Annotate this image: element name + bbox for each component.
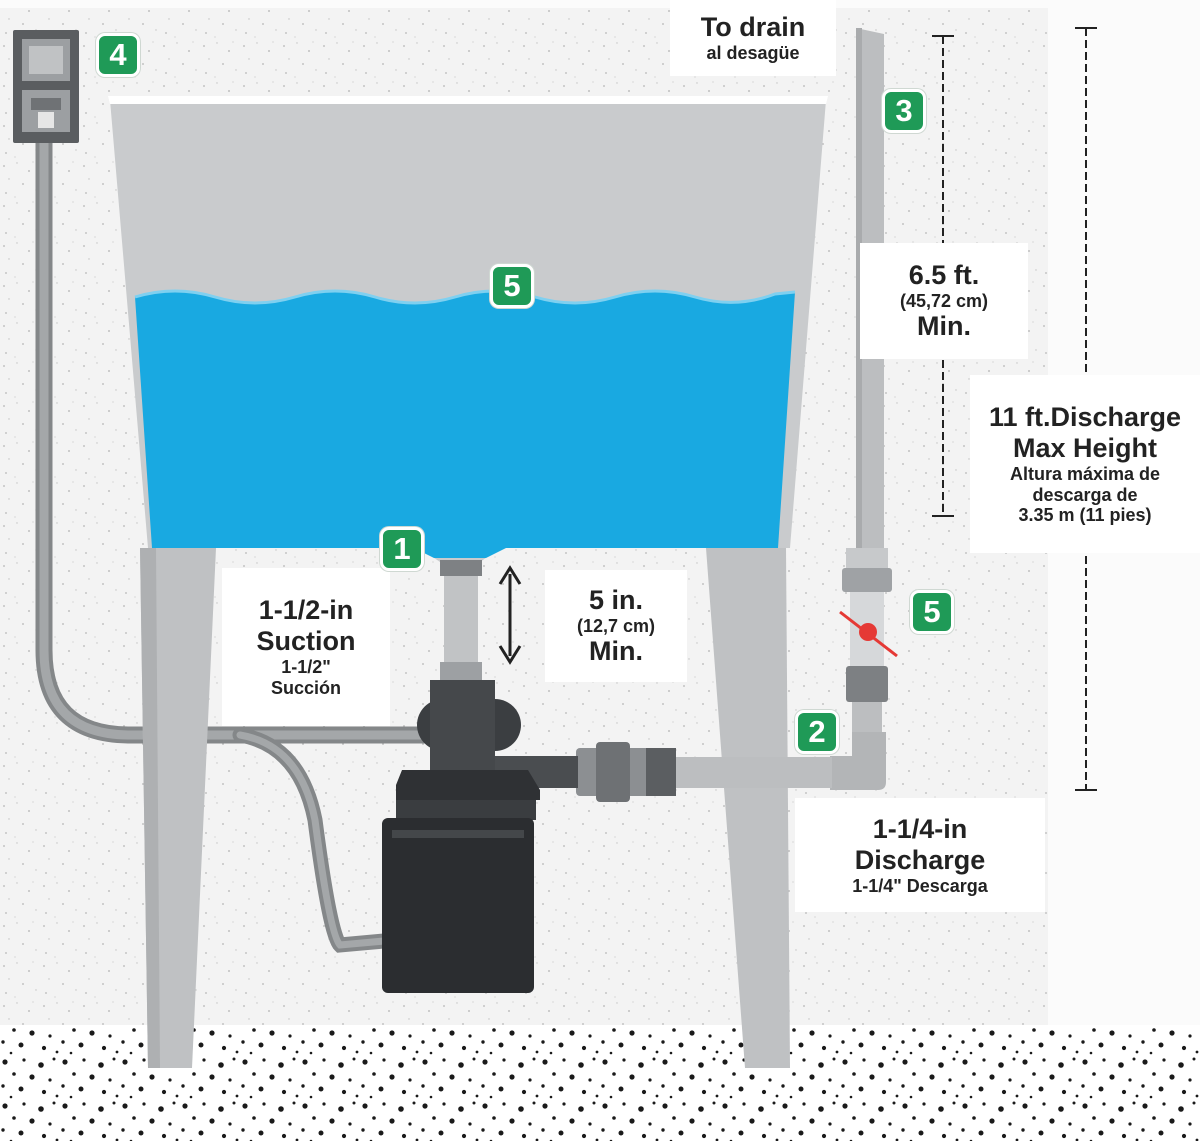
utility-pump bbox=[382, 680, 540, 993]
horizontal-discharge-pipe bbox=[676, 757, 832, 788]
discharge-es: 1-1/4" Descarga bbox=[852, 875, 988, 896]
max-height-es-line3: 3.35 m (11 pies) bbox=[1018, 505, 1152, 526]
suction-size-label: 1-1/2-in Suction 1-1/2" Succión bbox=[222, 568, 390, 726]
max-discharge-height-label: 11 ft.Discharge Max Height Altura máxima… bbox=[970, 375, 1200, 553]
badge-check-valve: 5 bbox=[910, 590, 954, 634]
min-discharge-height-label: 6.5 ft. (45,72 cm) Min. bbox=[860, 243, 1028, 359]
suction-height-arrow bbox=[498, 565, 522, 665]
badge-water-level: 5 bbox=[490, 264, 534, 308]
discharge-elbow bbox=[830, 732, 886, 790]
suction-height-min: Min. bbox=[589, 636, 643, 667]
suction-line2: Suction bbox=[256, 626, 356, 657]
tub-rim bbox=[108, 96, 828, 104]
suction-height-in: 5 in. bbox=[588, 584, 643, 615]
max-height-es-line2: descarga de bbox=[1032, 484, 1138, 505]
discharge-line2: Discharge bbox=[854, 844, 986, 875]
water bbox=[135, 291, 795, 558]
badge-outlet: 4 bbox=[96, 33, 140, 77]
max-height-line2: Max Height bbox=[1012, 432, 1158, 463]
suction-pipe bbox=[440, 560, 482, 682]
suction-line1: 1-1/2-in bbox=[258, 595, 354, 626]
discharge-size-label: 1-1/4-in Discharge 1-1/4" Descarga bbox=[795, 798, 1045, 912]
badge-suction-inlet: 1 bbox=[380, 527, 424, 571]
suction-es-line1: 1-1/2" bbox=[281, 657, 331, 678]
pipe-union-threads bbox=[646, 748, 676, 796]
max-height-es-line1: Altura máxima de bbox=[1009, 464, 1161, 485]
electrical-outlet bbox=[13, 30, 79, 143]
suction-height-label: 5 in. (12,7 cm) Min. bbox=[545, 570, 687, 682]
max-discharge-height-dimension bbox=[1075, 27, 1097, 791]
to-drain-en: To drain bbox=[700, 12, 806, 43]
suction-height-cm: (12,7 cm) bbox=[576, 615, 656, 636]
pipe-union-nut bbox=[596, 742, 630, 802]
water-surface-highlight bbox=[134, 289, 796, 305]
to-drain-es: al desagüe bbox=[706, 43, 800, 64]
pump-cord-highlight bbox=[236, 731, 399, 949]
discharge-line1: 1-1/4-in bbox=[872, 813, 968, 844]
riser-shade bbox=[856, 28, 862, 548]
badge-elbow: 2 bbox=[795, 710, 839, 754]
to-drain-label: To drain al desagüe bbox=[670, 0, 836, 76]
suction-es-line2: Succión bbox=[270, 678, 341, 699]
min-height-ft: 6.5 ft. bbox=[908, 259, 980, 290]
max-height-line1: 11 ft.Discharge bbox=[988, 401, 1182, 432]
floor bbox=[0, 1025, 1200, 1141]
min-height-cm: (45,72 cm) bbox=[899, 290, 989, 311]
min-height-word: Min. bbox=[917, 311, 971, 342]
tub-leg-left-shade bbox=[140, 548, 160, 1068]
tub-leg-right bbox=[706, 548, 790, 1068]
power-cord-highlight bbox=[39, 135, 430, 740]
check-valve bbox=[839, 548, 898, 734]
badge-discharge-pipe: 3 bbox=[882, 89, 926, 133]
